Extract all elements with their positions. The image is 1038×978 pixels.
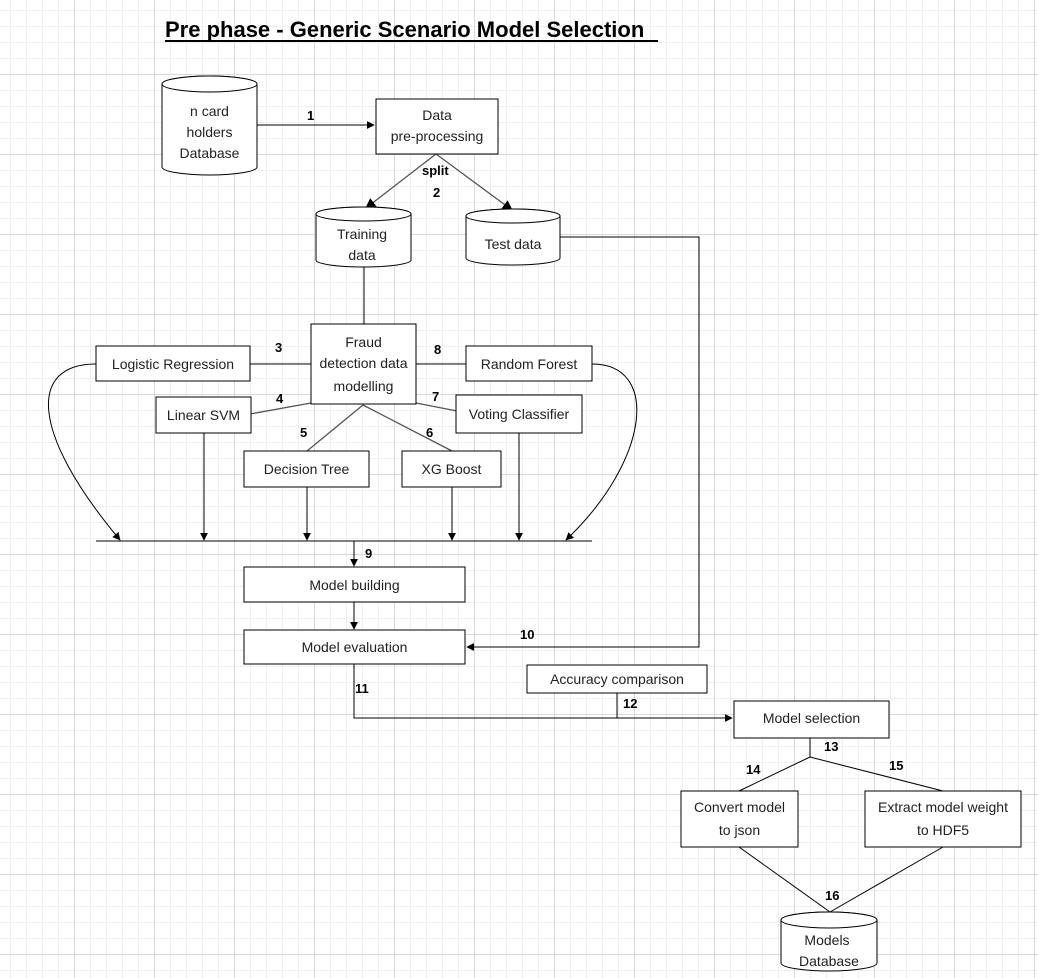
model-evaluation-label: Model evaluation [302,639,408,655]
edge-split-training [365,153,437,209]
accuracy-comparison-box: Accuracy comparison [526,664,708,694]
step-13: 13 [824,739,838,754]
step-12: 12 [623,696,637,711]
linear-svm-label: Linear SVM [167,407,240,423]
linear-svm-box: Linear SVM [155,396,252,434]
preprocessing-line-2: pre-processing [391,128,484,144]
step-6: 6 [426,425,433,440]
step-16: 16 [825,888,839,903]
model-building-box: Model building [243,566,466,603]
training-line-1: Training [337,226,387,242]
edge-5 [306,404,364,452]
decision-tree-box: Decision Tree [243,450,370,488]
cardholders-line-1: n card [190,103,229,119]
step-14: 14 [746,762,761,777]
model-building-label: Model building [309,577,399,593]
edge-split-test [435,153,513,211]
model-evaluation-box: Model evaluation [243,629,466,665]
fraud-line-2: detection data [320,355,408,371]
step-2: 2 [433,185,440,200]
fraud-modelling-box: Fraud detection data modelling [310,323,417,405]
step-10: 10 [520,627,534,642]
logistic-label: Logistic Regression [112,356,234,372]
models-database: Models Database [780,911,878,972]
model-selection-label: Model selection [763,710,860,726]
training-line-2: data [348,247,375,263]
edge-4 [249,402,312,415]
accuracy-comparison-label: Accuracy comparison [550,671,684,687]
edge-7 [415,402,458,412]
convert-json-line-2: to json [719,822,760,838]
voting-label: Voting Classifier [469,406,570,422]
decision-tree-label: Decision Tree [264,461,350,477]
fraud-line-3: modelling [334,378,394,394]
extract-weight-box: Extract model weight to HDF5 [864,790,1022,848]
models-db-line-1: Models [804,932,849,948]
step-3: 3 [275,340,282,355]
edge-forest-curve [565,363,638,541]
random-forest-box: Random Forest [465,345,593,382]
edge-logistic-curve [47,363,121,541]
model-selection-box: Model selection [733,700,890,739]
step-8: 8 [434,342,441,357]
step-4: 4 [276,391,284,406]
cardholders-line-2: holders [187,124,233,140]
edge-10 [466,236,700,651]
step-11: 11 [355,681,369,696]
random-forest-label: Random Forest [481,356,578,372]
step-labels: 1 split 2 3 4 5 6 7 8 9 10 11 12 13 14 1… [275,108,903,903]
connectors [47,121,944,913]
split-label: split [422,163,449,178]
cardholders-database: n card holders Database [161,75,258,176]
cardholders-line-3: Database [180,145,240,161]
logistic-regression-box: Logistic Regression [95,345,251,382]
test-data-label: Test data [485,236,542,252]
step-7: 7 [432,389,439,404]
edge-15 [809,756,944,792]
edge-16-right [829,846,944,913]
training-data-cylinder: Training data [315,206,412,268]
edge-6 [362,404,453,452]
fraud-line-1: Fraud [345,334,382,350]
extract-weight-line-2: to HDF5 [917,822,969,838]
edge-16-left [738,846,831,913]
voting-classifier-box: Voting Classifier [455,394,583,434]
step-5: 5 [300,425,307,440]
xg-boost-label: XG Boost [422,461,482,477]
extract-weight-line-1: Extract model weight [878,799,1008,815]
preprocessing-line-1: Data [422,107,452,123]
convert-json-line-1: Convert model [694,799,785,815]
convert-json-box: Convert model to json [680,790,799,848]
diagram-title: Pre phase - Generic Scenario Model Selec… [165,17,644,42]
step-1: 1 [307,108,314,123]
edge-11 [353,664,733,722]
preprocessing-box: Data pre-processing [375,98,499,155]
edge-14 [738,756,811,792]
models-db-line-2: Database [799,953,859,969]
step-9: 9 [365,546,372,561]
test-data-cylinder: Test data [465,208,561,266]
step-15: 15 [889,758,903,773]
xg-boost-box: XG Boost [401,450,502,488]
